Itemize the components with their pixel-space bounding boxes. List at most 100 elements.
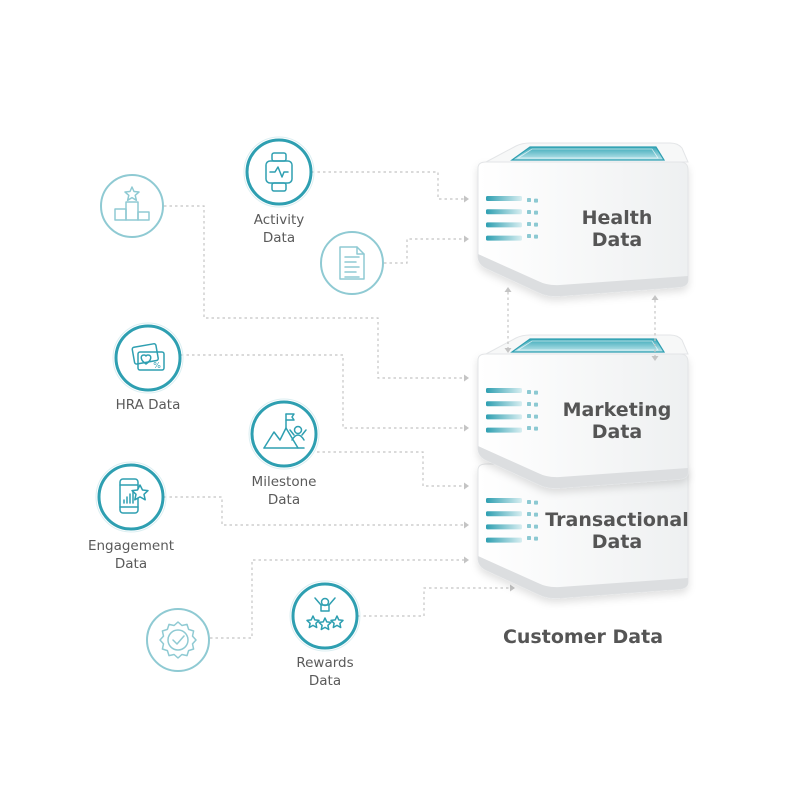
server-label-line: Health [582,207,653,229]
check-badge-icon [159,621,197,659]
connector-arrowhead [464,235,469,243]
source-label-hra: HRA Data [116,397,181,413]
source-label-line: HRA Data [116,397,181,413]
sync-arrows [507,292,656,356]
connector-arrowhead [464,521,469,529]
server-led [534,390,538,395]
connector-arrowhead [464,556,469,564]
source-node-milestone [248,398,320,470]
connector-arrowhead [464,482,469,490]
connector-line [312,171,464,200]
server-vent [486,524,522,530]
connector-arrowhead [464,424,469,432]
server-led [534,524,538,529]
arrowhead [504,287,512,292]
person-stars-icon [306,597,344,631]
source-label-line: Data [309,673,341,689]
server-label-line: Transactional [545,509,689,531]
connector-line [181,354,464,429]
node-ring [250,400,318,468]
server-vent [486,222,522,228]
server-label-line: Data [592,531,643,553]
server-led [527,210,531,214]
connector-arrowhead [510,584,515,592]
server-screen [510,338,666,353]
server-vent [486,537,522,543]
server-led [527,500,531,504]
server-led [534,402,538,407]
server-led [534,198,538,203]
arrowhead [651,295,659,300]
connector-line [358,587,510,617]
server-led [534,536,538,541]
source-node-rewards [289,580,361,652]
connector-arrowhead [464,195,469,203]
connector-lines [164,171,515,639]
server-vent [486,209,522,215]
podium-star-icon [114,186,150,221]
server-vent [486,414,522,420]
server-screen-edge [516,148,659,159]
source-nodes: % [95,136,384,672]
server-vent [486,388,522,393]
node-ring [146,608,210,672]
server-led [527,234,531,238]
connector-line [317,451,464,487]
server-led [527,414,531,418]
server-label-line: Data [592,229,643,251]
server-vent [486,511,522,517]
source-label-line: Data [268,492,300,508]
mountain-flag-icon [263,413,307,449]
server-base-shade [478,556,688,599]
connector-line [164,496,464,526]
server-led [534,210,538,215]
node-ring [114,324,182,392]
document-icon [339,246,365,280]
source-node-document [320,231,384,295]
phone-star-icon [119,478,149,514]
stack-title: Customer Data [503,626,663,648]
cards-heart-icon: % [131,343,165,371]
source-node-leaderboard [100,174,164,238]
server-screen [510,146,666,161]
smartwatch-icon [265,152,293,192]
server-screen-edge [516,340,659,351]
server-led [527,512,531,516]
source-node-engagement [95,461,167,533]
server-led [527,198,531,202]
server-vent [486,401,522,407]
server-led [527,426,531,430]
server-vent [486,498,522,503]
server-vent [486,196,522,201]
server-label-line: Data [592,421,643,443]
connector-line [164,205,464,379]
server-led [527,402,531,406]
arrowhead [651,356,659,361]
node-ring [291,582,359,650]
server-base-shade [478,254,688,297]
server-base-shade [478,446,688,489]
server-led [534,426,538,431]
server-led [534,500,538,505]
source-node-activity [243,136,315,208]
source-label-line: Engagement [88,538,174,554]
source-label-line: Activity [254,212,305,228]
server-led [534,222,538,227]
server-led [527,524,531,528]
source-label-line: Data [263,230,295,246]
source-label-line: Rewards [296,655,353,671]
svg-text:%: % [153,361,161,370]
server-led [534,234,538,239]
